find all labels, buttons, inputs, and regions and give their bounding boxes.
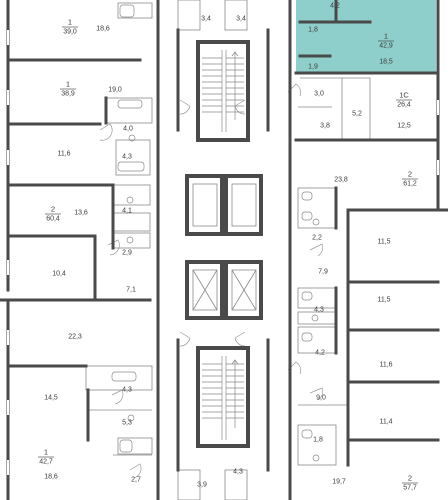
- apartment-a1-rooms[interactable]: 1: [67, 17, 73, 27]
- apartment-a8-rooms[interactable]: 2: [407, 473, 413, 483]
- room-area: 7,9: [318, 268, 328, 276]
- room-area: 12,5: [397, 122, 411, 130]
- stairwell-upper: [196, 40, 250, 142]
- room-area: 4,3: [122, 153, 132, 161]
- room-area: 7,1: [126, 286, 136, 294]
- apartment-a7-rooms[interactable]: 2: [407, 169, 413, 179]
- room-area: 3,4: [201, 15, 211, 23]
- room-area: 11,4: [379, 418, 393, 426]
- apartment-a6-rooms[interactable]: 1С: [399, 90, 409, 100]
- room-area: 5,3: [122, 419, 132, 427]
- apartment-a5-area[interactable]: 42,9: [379, 42, 393, 50]
- room-area: 11,5: [377, 238, 391, 246]
- apartment-a7-area[interactable]: 61,2: [403, 180, 417, 188]
- room-area: 3,0: [314, 90, 324, 98]
- stairwell-lower: [196, 346, 250, 448]
- room-area: 5,2: [352, 110, 362, 118]
- elevators: [185, 174, 263, 320]
- room-area: 18,6: [44, 473, 58, 481]
- room-area: 4,2: [330, 2, 340, 10]
- room-area: 4,3: [233, 468, 243, 476]
- apartment-a2-area[interactable]: 38,9: [61, 90, 75, 98]
- apartment-a5-rooms[interactable]: 1: [383, 31, 389, 41]
- apartment-a1-area[interactable]: 39,0: [63, 28, 77, 36]
- room-area: 4,3: [122, 386, 132, 394]
- room-area: 2,7: [131, 476, 141, 484]
- room-area: 18,5: [379, 58, 393, 66]
- apartment-a4-rooms[interactable]: 1: [43, 447, 49, 457]
- room-area: 11,5: [377, 296, 391, 304]
- apartment-a2-rooms[interactable]: 1: [65, 79, 71, 89]
- apartment-a6-area[interactable]: 26,4: [397, 101, 411, 109]
- room-area: 19,7: [332, 478, 346, 486]
- room-area: 3,8: [320, 122, 330, 130]
- room-area: 4,2: [315, 349, 325, 357]
- apartment-a3-area[interactable]: 60,4: [46, 215, 60, 223]
- room-area: 3,9: [197, 481, 207, 489]
- room-area: 14,5: [44, 394, 58, 402]
- room-area: 23,8: [334, 176, 348, 184]
- room-area: 1,8: [313, 436, 323, 444]
- room-area: 22,3: [68, 333, 82, 341]
- room-area: 19,0: [108, 86, 122, 94]
- room-area: 11,6: [57, 150, 71, 158]
- room-area: 2,2: [312, 234, 322, 242]
- bathroom-fixtures: [111, 4, 320, 462]
- window-marks: [7, 30, 439, 475]
- room-area: 1,9: [308, 63, 318, 71]
- room-area: 3,4: [236, 15, 246, 23]
- apartment-a5-highlight[interactable]: [296, 0, 436, 73]
- room-area: 2,9: [122, 249, 132, 257]
- room-area: 13,6: [74, 209, 88, 217]
- room-area: 4,1: [122, 207, 132, 215]
- room-area: 4,3: [314, 306, 324, 314]
- room-area: 11,6: [379, 361, 393, 369]
- room-area: 9,0: [316, 394, 326, 402]
- apartment-a3-rooms[interactable]: 2: [50, 204, 56, 214]
- room-area: 1,8: [308, 26, 318, 34]
- room-area: 4,0: [123, 125, 133, 133]
- apartment-a4-area[interactable]: 42,7: [39, 458, 53, 466]
- room-area: 10,4: [52, 270, 66, 278]
- apartment-a8-area[interactable]: 57,7: [403, 484, 417, 492]
- room-area: 18,6: [96, 25, 110, 33]
